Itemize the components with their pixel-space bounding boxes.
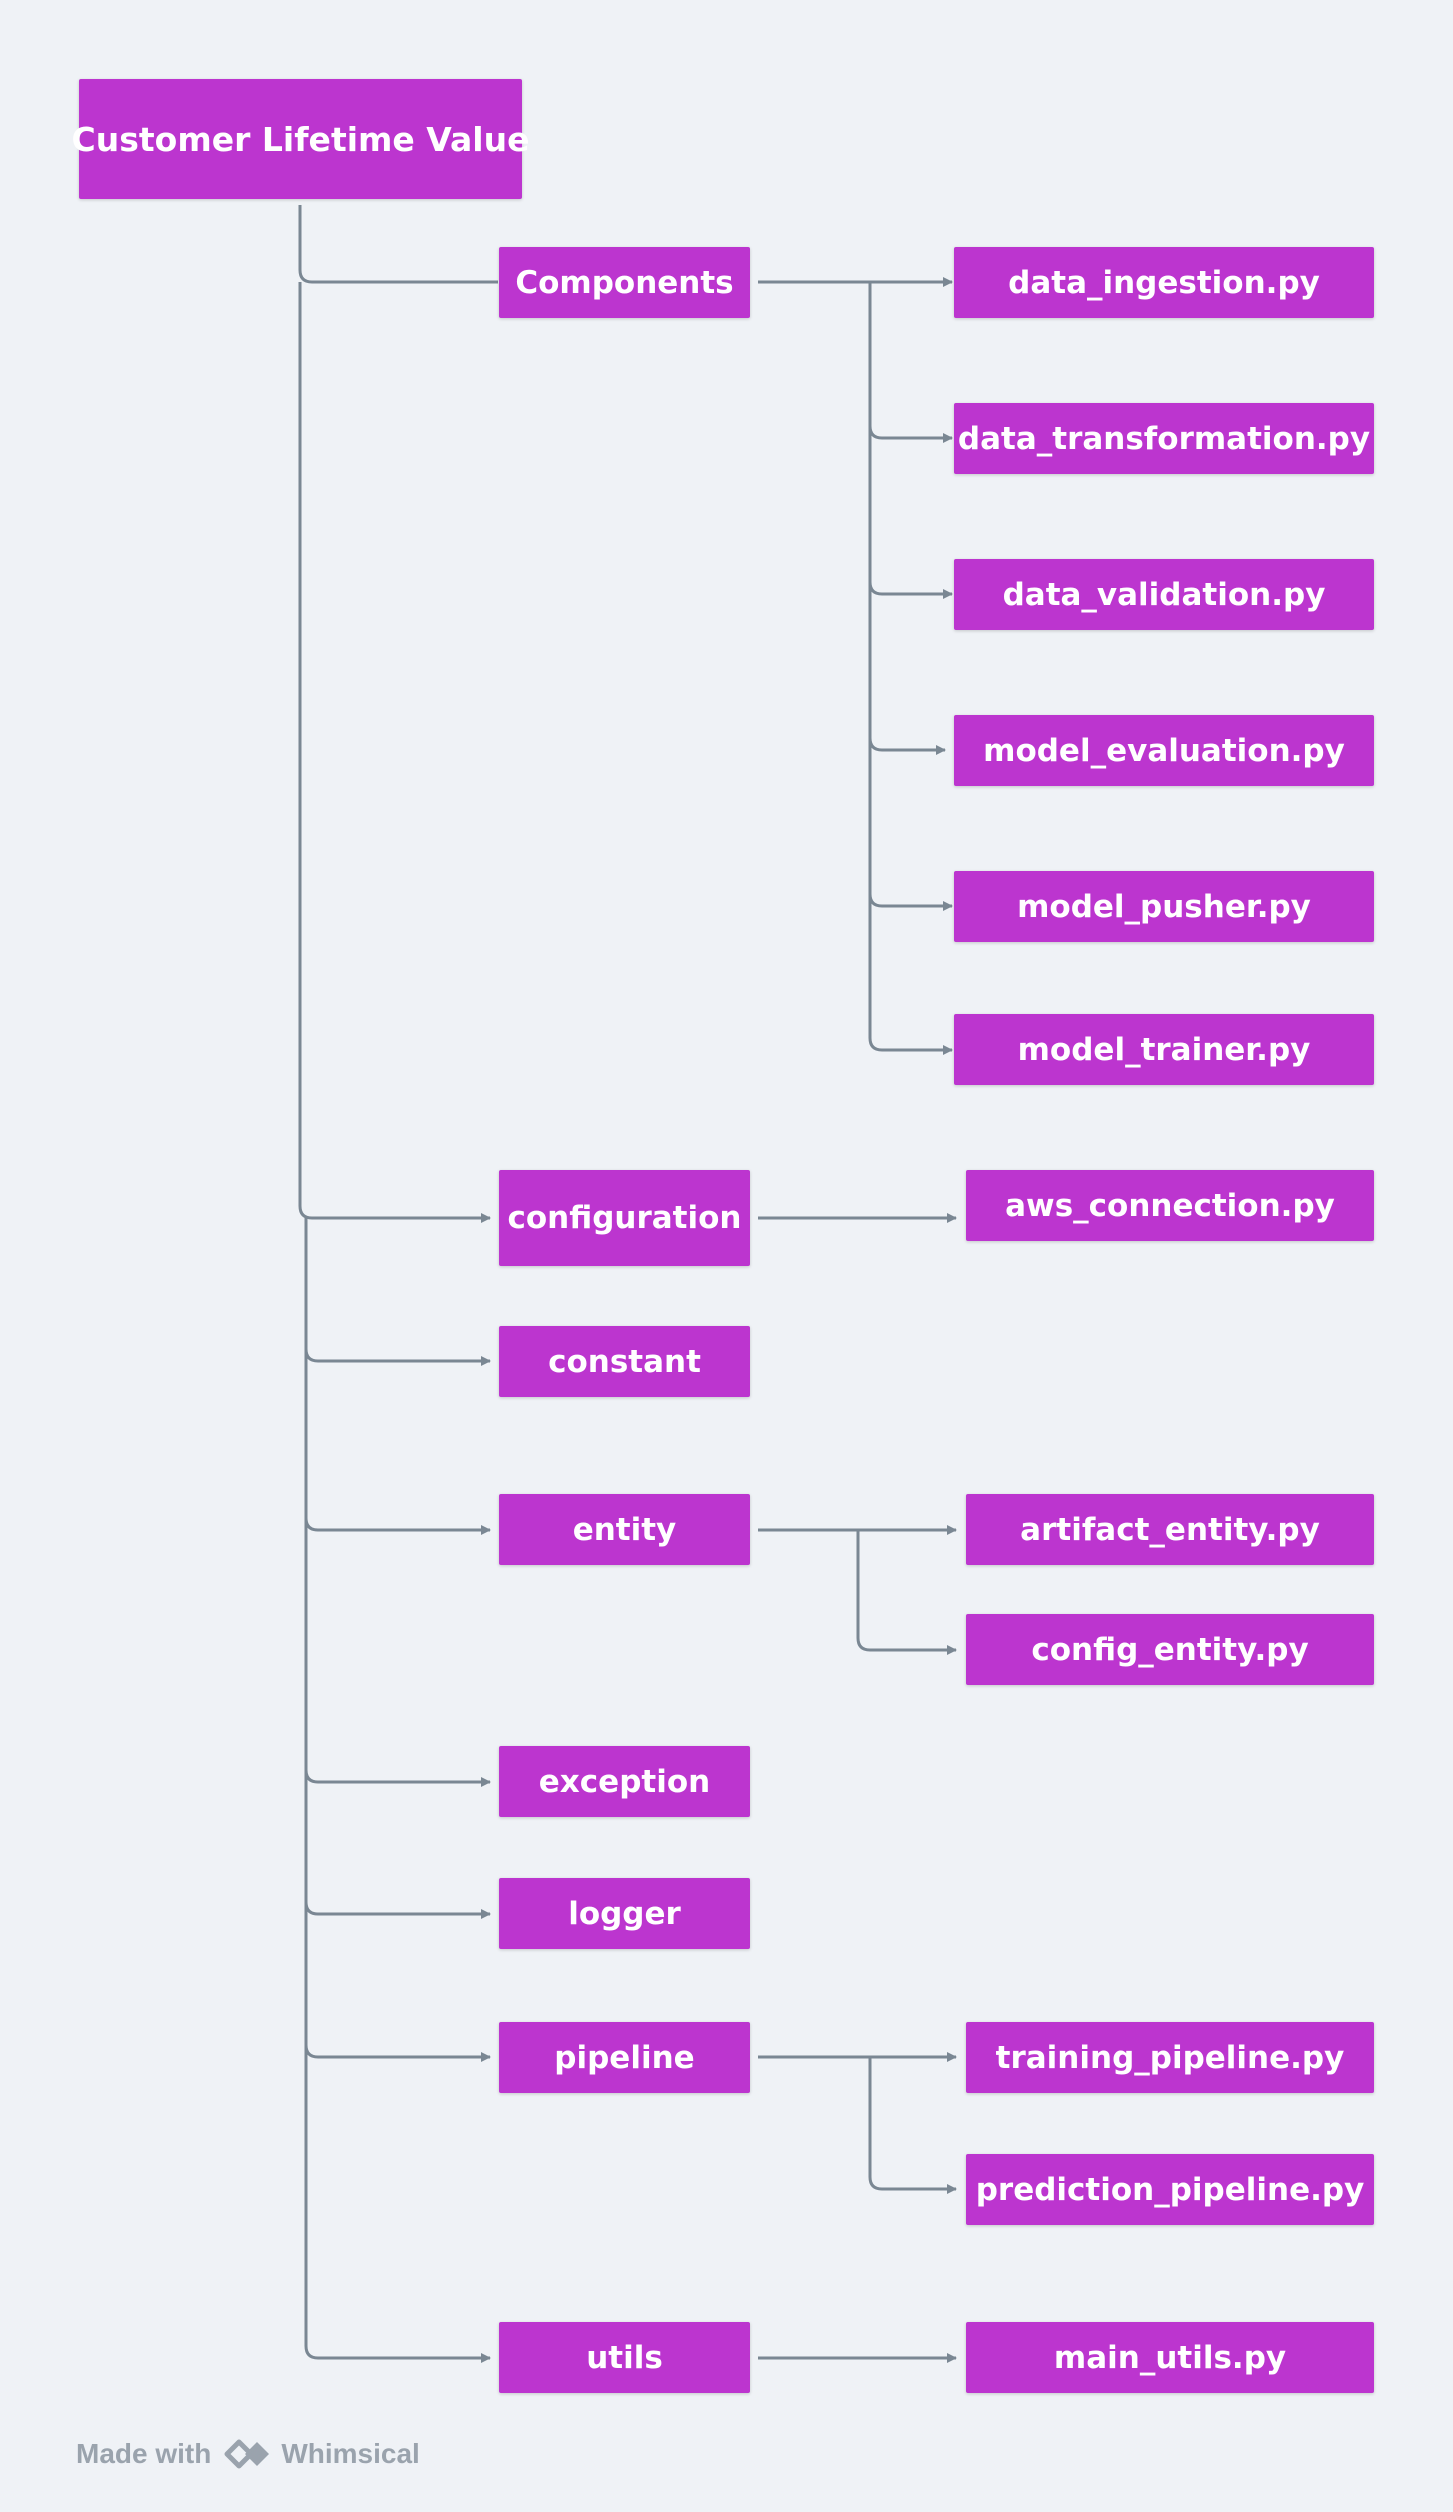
folder-node-entity[interactable]: entity [499,1494,750,1565]
connector-components-trunk [868,282,953,1055]
file-node-label: artifact_entity.py [1020,1511,1320,1548]
folder-node-label: configuration [507,1200,742,1236]
file-node-label: prediction_pipeline.py [975,2171,1365,2208]
file-node-data-validation[interactable]: data_validation.py [954,559,1374,630]
connector-root-entity [304,1517,491,1535]
folder-node-exception[interactable]: exception [499,1746,750,1817]
file-node-label: model_pusher.py [1017,888,1311,925]
connector-root-logger [304,1901,491,1919]
file-node-label: config_entity.py [1031,1631,1309,1668]
file-node-config-entity[interactable]: config_entity.py [966,1614,1374,1685]
file-node-training-pipeline[interactable]: training_pipeline.py [966,2022,1374,2093]
connector-components-model-evaluation [868,737,946,755]
file-node-model-trainer[interactable]: model_trainer.py [954,1014,1374,1085]
folder-node-constant[interactable]: constant [499,1326,750,1397]
file-node-label: training_pipeline.py [995,2039,1345,2076]
connector-entity-config-entity [856,1530,957,1655]
file-node-label: model_trainer.py [1017,1031,1311,1068]
connector-components-data-validation [868,581,953,599]
folder-node-logger[interactable]: logger [499,1878,750,1949]
connector-root-exception [304,1769,491,1787]
file-node-data-transformation[interactable]: data_transformation.py [954,403,1374,474]
connector-root-configuration [298,282,491,1223]
file-node-label: main_utils.py [1053,2339,1287,2376]
folder-node-configuration[interactable]: configuration [499,1170,750,1266]
folder-node-label: logger [568,1895,681,1932]
whimsical-logo-icon [224,2439,270,2469]
file-node-aws-connection[interactable]: aws_connection.py [966,1170,1374,1241]
file-node-label: data_transformation.py [957,420,1371,457]
connector-pipeline-prediction [868,2057,957,2194]
connector-root-components [298,205,498,284]
connector-components-model-pusher [868,893,953,911]
file-node-data-ingestion[interactable]: data_ingestion.py [954,247,1374,318]
folder-node-pipeline[interactable]: pipeline [499,2022,750,2093]
file-node-label: aws_connection.py [1005,1187,1335,1224]
folder-node-label: constant [548,1343,701,1380]
root-node-label: Customer Lifetime Value [71,119,530,159]
root-node[interactable]: Customer Lifetime Value [72,79,529,199]
whimsical-brand-label: Whimsical [281,2438,420,2469]
made-with-whimsical-footer[interactable]: Made with Whimsical [76,2434,420,2474]
connector-components-data-transformation [868,425,953,443]
file-node-model-evaluation[interactable]: model_evaluation.py [954,715,1374,786]
file-node-label: model_evaluation.py [983,732,1345,769]
file-node-prediction-pipeline[interactable]: prediction_pipeline.py [966,2154,1374,2225]
folder-node-utils[interactable]: utils [499,2322,750,2393]
connector-root-pipeline [304,2044,491,2062]
made-with-label: Made with [76,2438,212,2469]
connectors [298,205,957,2363]
folder-node-components[interactable]: Components [499,247,750,318]
file-node-main-utils[interactable]: main_utils.py [966,2322,1374,2393]
folder-node-label: utils [586,2339,663,2376]
file-node-model-pusher[interactable]: model_pusher.py [954,871,1374,942]
folder-node-label: entity [572,1511,677,1548]
connector-trunk-lower [304,1218,491,2363]
file-node-label: data_ingestion.py [1008,264,1320,301]
folder-node-label: exception [538,1763,711,1800]
file-node-label: data_validation.py [1002,576,1326,613]
whimsical-brand: Whimsical [221,2434,420,2474]
folder-node-label: Components [515,264,734,301]
folder-node-label: pipeline [554,2039,695,2076]
connector-root-constant [304,1348,491,1366]
file-node-artifact-entity[interactable]: artifact_entity.py [966,1494,1374,1565]
